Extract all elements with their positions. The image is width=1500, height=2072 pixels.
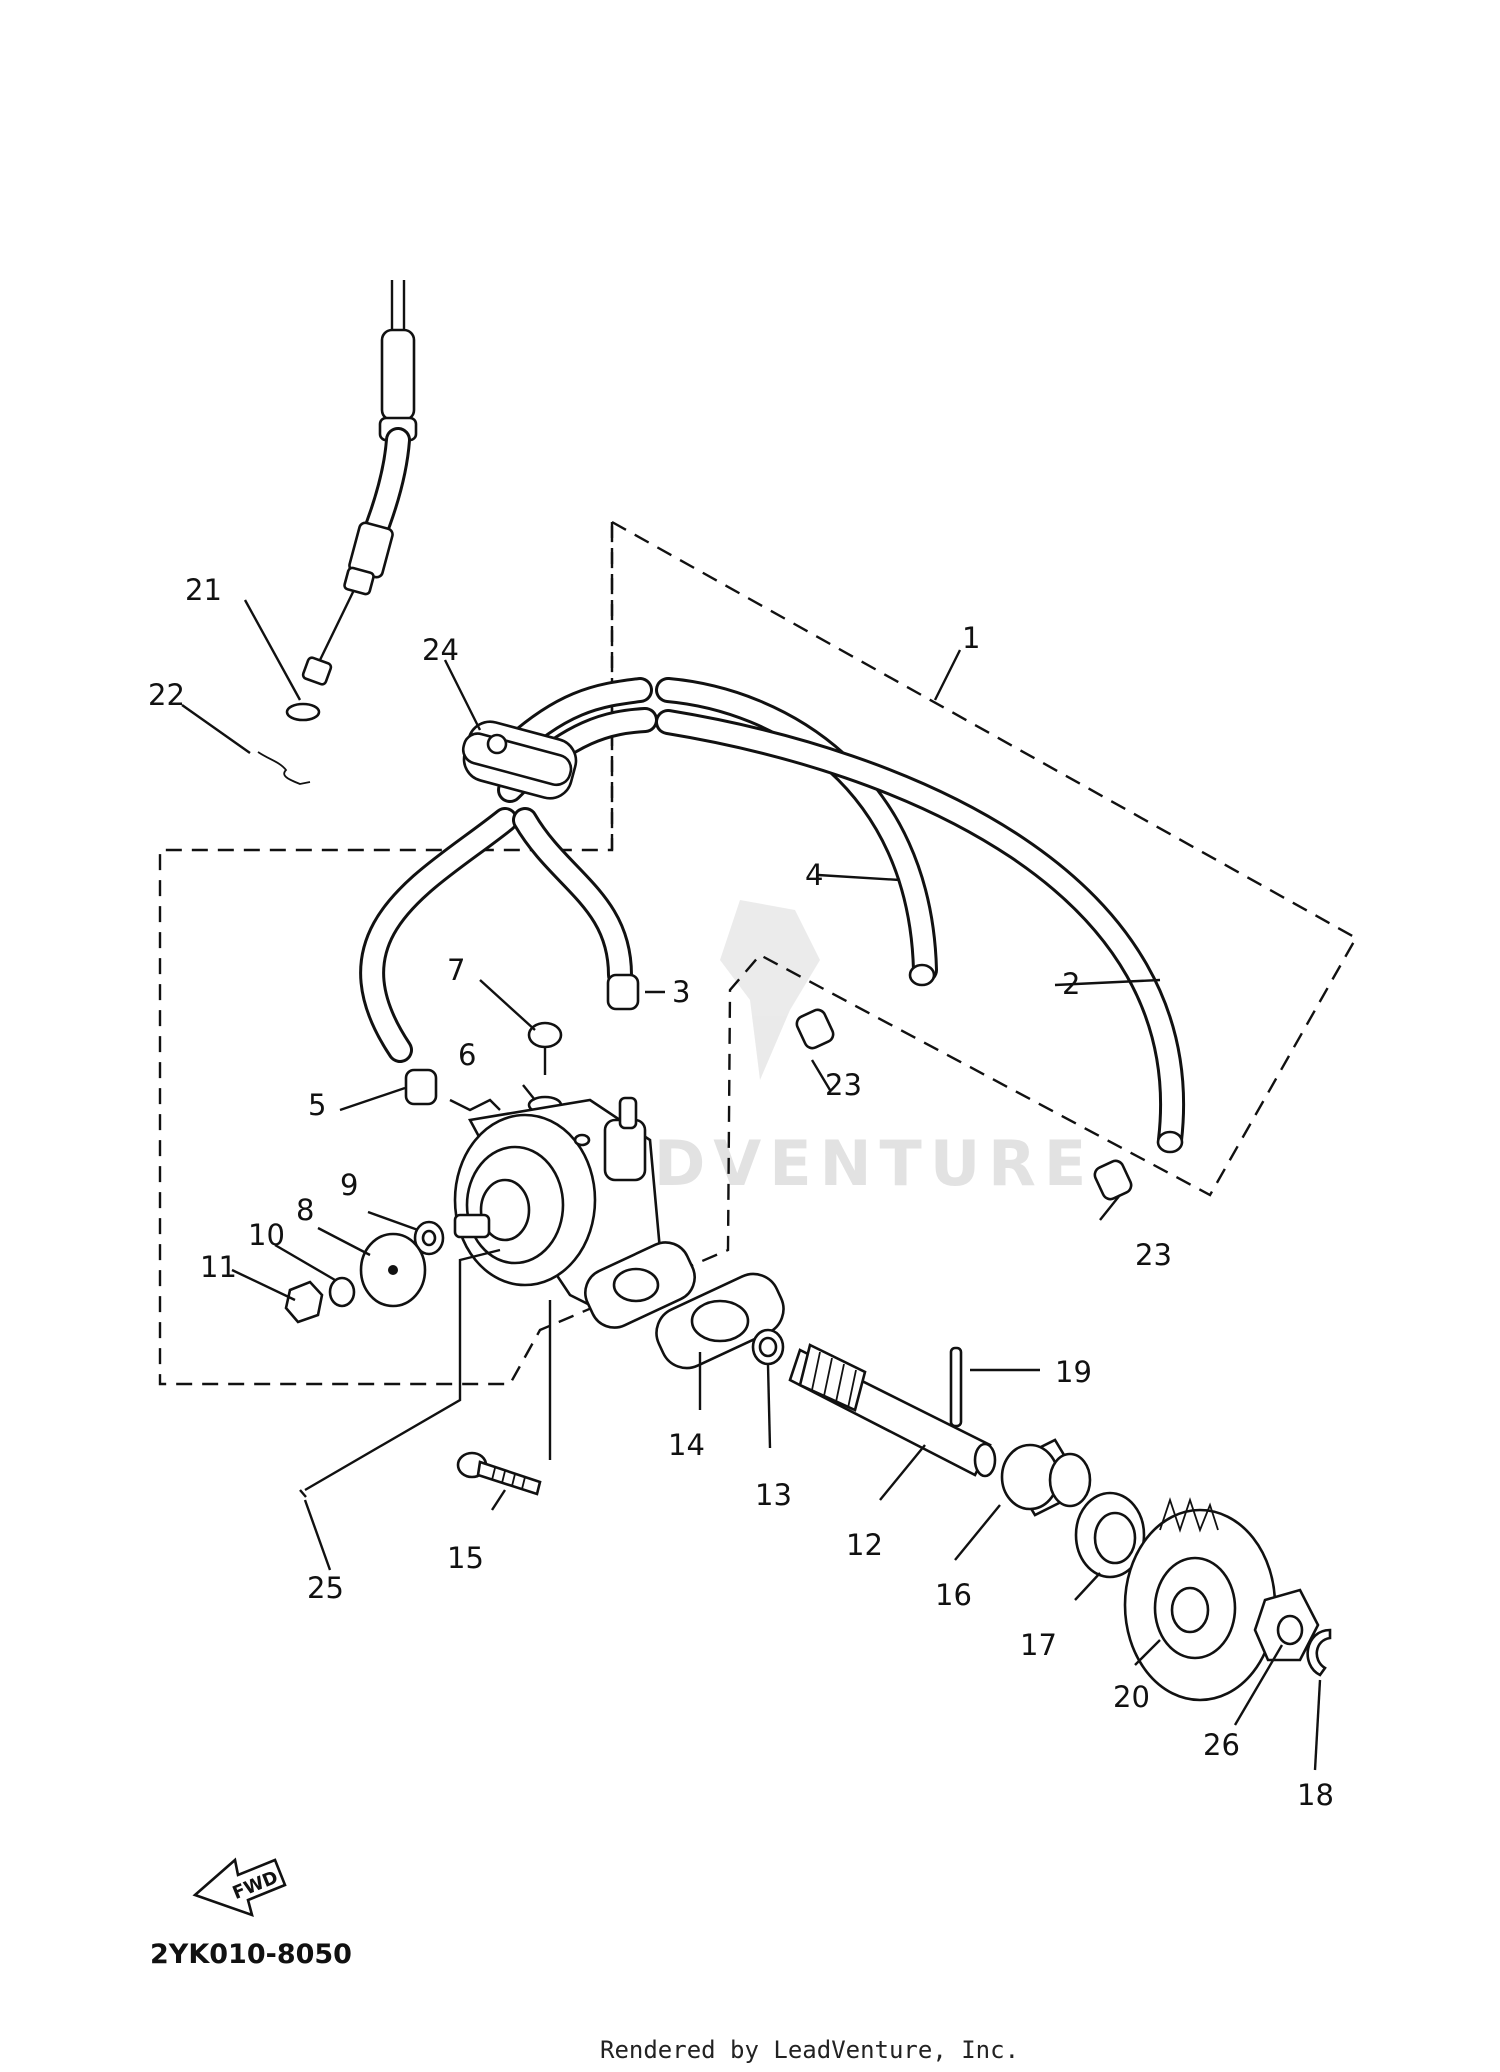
callout-16: 16 <box>935 1578 972 1612</box>
gasket-14 <box>655 1272 785 1370</box>
oil-seal-17 <box>1074 1491 1146 1579</box>
callout-14: 14 <box>668 1428 705 1462</box>
callout-17: 17 <box>1020 1628 1057 1662</box>
driven-gear-20 <box>1123 1497 1277 1702</box>
diagram-code: 2YK010-8050 <box>150 1939 352 1970</box>
callout-24: 24 <box>422 633 459 667</box>
callout-3: 3 <box>672 975 690 1009</box>
callout-22: 22 <box>148 678 185 712</box>
oil-pump-body <box>453 1096 696 1329</box>
callout-9: 9 <box>340 1168 358 1202</box>
circlip-18 <box>1306 1628 1332 1677</box>
fwd-arrow: FWD <box>192 1857 287 1918</box>
callout-18: 18 <box>1297 1778 1334 1812</box>
callout-20: 20 <box>1113 1680 1150 1714</box>
callout-19: 19 <box>1055 1355 1092 1389</box>
callout-23b: 23 <box>1135 1238 1172 1272</box>
dowel-25 <box>299 1489 307 1498</box>
washer-10 <box>328 1276 356 1308</box>
joint-3 <box>606 973 640 1011</box>
callout-21: 21 <box>185 573 222 607</box>
callout-25: 25 <box>307 1571 344 1605</box>
gear-26 <box>1253 1588 1320 1662</box>
bolt-15 <box>456 1451 542 1496</box>
oil-delivery-cable <box>257 280 418 785</box>
callout-4: 4 <box>805 858 823 892</box>
callout-11: 11 <box>200 1250 237 1284</box>
drive-shaft-12 <box>788 1343 997 1478</box>
joint-23a <box>795 1008 835 1050</box>
joint-23b <box>1093 1159 1133 1201</box>
o-ring-21 <box>285 702 321 722</box>
hose-clamp-24 <box>461 720 578 800</box>
callout-7: 7 <box>447 953 465 987</box>
callout-1: 1 <box>962 621 980 655</box>
callout-15: 15 <box>447 1541 484 1575</box>
callout-2: 2 <box>1062 967 1080 1001</box>
callout-12: 12 <box>846 1528 883 1562</box>
callout-13: 13 <box>755 1478 792 1512</box>
footer-credit: Rendered by LeadVenture, Inc. <box>600 2036 1019 2064</box>
joint-5 <box>404 1068 438 1106</box>
pulley-parts <box>284 1220 445 1324</box>
callout-10: 10 <box>248 1218 285 1252</box>
callout-8: 8 <box>296 1193 314 1227</box>
pin-19 <box>949 1346 963 1428</box>
callout-26: 26 <box>1203 1728 1240 1762</box>
collar-16 <box>1000 1438 1092 1517</box>
nut-11 <box>284 1280 324 1324</box>
callouts: 1 2 3 4 5 6 7 8 9 10 11 12 13 14 15 16 1… <box>148 573 1334 1812</box>
callout-23a: 23 <box>825 1068 862 1102</box>
callout-6: 6 <box>458 1038 476 1072</box>
callout-5: 5 <box>308 1088 326 1122</box>
leader-lines <box>181 599 1322 1771</box>
